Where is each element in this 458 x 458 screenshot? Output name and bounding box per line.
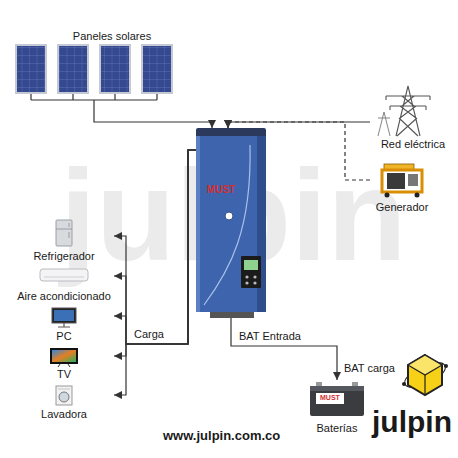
load-device: PC [14, 306, 114, 344]
solar-panels-part [58, 45, 88, 93]
connector [114, 150, 196, 344]
website-url: www.julpin.com.co [163, 428, 280, 444]
power-tower-part [378, 112, 390, 136]
connector [114, 150, 196, 344]
power-tower [378, 86, 430, 136]
node-label: Aire acondicionado [17, 290, 111, 303]
connector [114, 150, 196, 395]
connector [94, 100, 212, 128]
inverter-body-part [196, 136, 200, 312]
logo-cube [401, 355, 448, 395]
inverter-body-part [225, 212, 233, 220]
refrigerator-icon [56, 220, 72, 246]
inverter-body-part [253, 281, 256, 284]
washer-icon [56, 386, 72, 405]
air-conditioner-icon [40, 269, 88, 281]
connector [228, 122, 370, 180]
node-label: Red eléctrica [381, 138, 445, 151]
inverter-body-part [244, 260, 258, 270]
air-conditioner-icon-part [40, 269, 88, 281]
inverter-body-part [210, 312, 254, 318]
node-label: PC [56, 330, 71, 343]
inverter-body-part [245, 281, 248, 284]
logo-cube-part [402, 382, 406, 386]
air-conditioner-icon-part [44, 277, 84, 278]
solar-panels [16, 45, 172, 100]
pc-icon-part [52, 308, 76, 323]
inverter-body [196, 128, 266, 318]
load-device: Refrigerador [14, 218, 114, 264]
power-grid: Red eléctrica [370, 86, 456, 152]
tv-icon-part [50, 348, 78, 364]
battery-icon-part [310, 386, 364, 391]
tv-icon-part [52, 350, 76, 362]
node-label: MUST [207, 184, 235, 196]
inverter-body-part [241, 256, 261, 288]
node-label: TV [57, 368, 71, 381]
inverter-body-part [253, 275, 256, 278]
washer-icon-part [58, 389, 70, 390]
logo-cube-part [408, 355, 442, 375]
connector [114, 150, 196, 344]
tv-icon [50, 348, 78, 367]
bus-label: Carga [134, 328, 164, 341]
load-device: TV [14, 346, 114, 382]
solar-panels-part [16, 45, 46, 93]
node-label: Lavadora [41, 408, 87, 421]
brand-logo-text: julpin [372, 404, 452, 440]
inverter: MUST [196, 128, 266, 318]
connector [231, 318, 337, 380]
connector [228, 122, 370, 128]
generator-icon [382, 164, 422, 198]
battery: Baterías [306, 380, 368, 438]
tv-icon-part [58, 364, 70, 367]
connector-label: BAT Entrada [238, 330, 302, 343]
solar-panels-part [31, 94, 157, 100]
node-label: Paneles solares [73, 30, 151, 43]
logo-cube-part [424, 375, 425, 395]
pc-icon [52, 308, 76, 327]
brand-mark: MUST [320, 394, 340, 402]
battery-icon [310, 382, 364, 416]
pc-icon-part [54, 310, 74, 321]
washer-icon-part [59, 392, 69, 402]
generator-icon-part [415, 193, 420, 198]
logo-cube-part [444, 364, 448, 368]
refrigerator-icon-part [56, 220, 72, 246]
node-label: Generador [376, 201, 429, 214]
callout-label: BAT carga [344, 362, 395, 375]
generator-icon-part [382, 170, 422, 192]
load-device: Lavadora [14, 384, 114, 422]
washer-icon-part [56, 386, 72, 405]
logo-cube-part [408, 355, 442, 395]
pc-icon-part [58, 323, 70, 327]
inverter-body-part [245, 275, 248, 278]
node-label: Baterías [317, 422, 358, 435]
battery-icon-part [310, 386, 364, 416]
node-label: Refrigerador [33, 250, 94, 263]
solar-panel-array: Paneles solares [12, 28, 176, 100]
generator-icon-part [385, 193, 390, 198]
connector [114, 150, 196, 356]
generator: Generador [370, 158, 456, 216]
battery-icon-part [316, 393, 344, 404]
refrigerator-icon-part [56, 223, 72, 238]
inverter-body-part [196, 136, 266, 312]
generator-icon-part [408, 174, 418, 186]
power-tower-part [386, 86, 430, 136]
solar-panels-part [100, 45, 130, 93]
load-device: Aire acondicionado [14, 266, 114, 304]
generator-icon-part [387, 173, 405, 189]
solar-panels-part [142, 45, 172, 93]
